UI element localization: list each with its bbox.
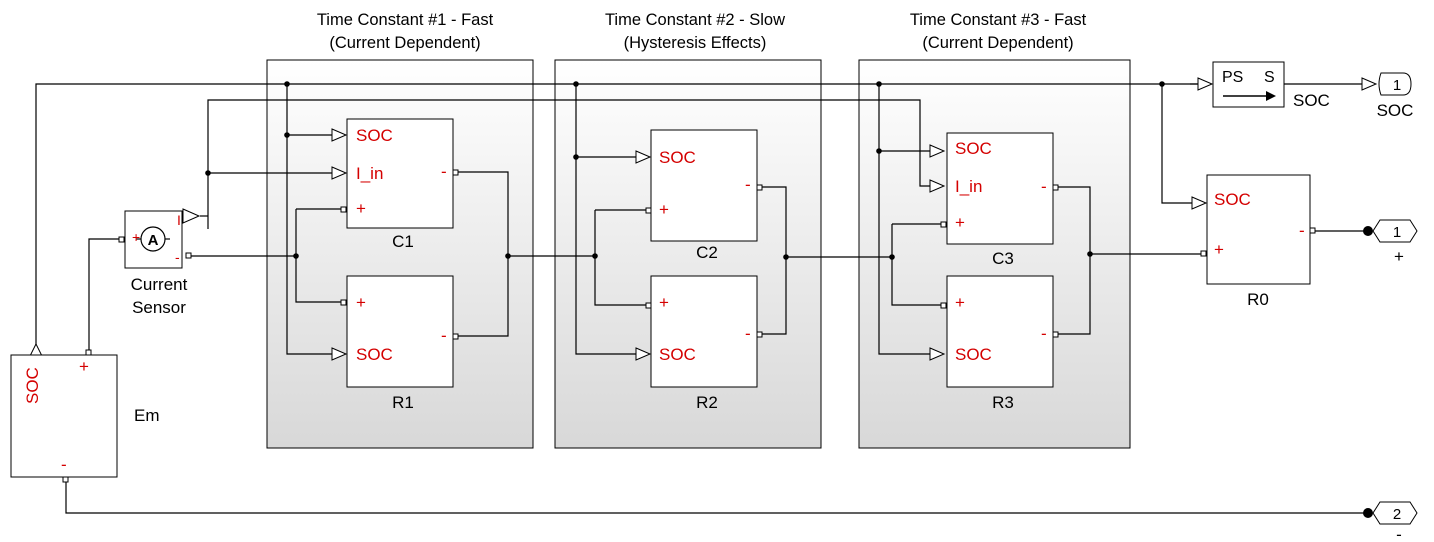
- c2-port-soc: SOC: [659, 148, 696, 167]
- subsystem-3-title: Time Constant #3 - Fast: [910, 11, 1087, 29]
- r0-port-plus: +: [1214, 240, 1224, 259]
- c1-port-iin: I_in: [356, 164, 383, 183]
- subsystem-1-subtitle: (Current Dependent): [329, 34, 480, 52]
- block-r0[interactable]: SOC + - R0: [1200, 174, 1316, 309]
- c3-port-minus: -: [1041, 177, 1047, 196]
- r2-label: R2: [696, 393, 718, 412]
- c1-port-soc: SOC: [356, 126, 393, 145]
- outport-soc-number: 1: [1393, 77, 1401, 94]
- junction-dots: [205, 81, 1373, 518]
- r0-port-soc: SOC: [1214, 190, 1251, 209]
- subsystem-time-constant-2[interactable]: Time Constant #2 - Slow (Hysteresis Effe…: [554, 11, 822, 449]
- r2-port-minus: -: [745, 324, 751, 343]
- c3-port-plus: +: [955, 213, 965, 232]
- c3-label: C3: [992, 249, 1014, 268]
- outport-minus[interactable]: 2 -: [1372, 501, 1418, 542]
- r3-label: R3: [992, 393, 1014, 412]
- signal-wires: [35, 83, 1372, 514]
- ps-label: PS: [1222, 69, 1243, 86]
- r3-port-soc: SOC: [955, 345, 992, 364]
- current-sensor-port-plus: +: [132, 229, 140, 245]
- block-c3[interactable]: SOC I_in + - C3: [940, 132, 1059, 268]
- block-current-sensor[interactable]: A + I - Current Sensor: [118, 208, 201, 317]
- block-r2[interactable]: + SOC - R2: [645, 275, 763, 412]
- r1-port-soc: SOC: [356, 345, 393, 364]
- c2-port-minus: -: [745, 175, 751, 194]
- r3-port-plus: +: [955, 293, 965, 312]
- r1-label: R1: [392, 393, 414, 412]
- outport-soc-label: SOC: [1377, 101, 1414, 120]
- input-arrows: [29, 77, 1378, 361]
- current-sensor-symbol: A: [148, 232, 159, 249]
- c2-port-plus: +: [659, 200, 669, 219]
- em-label: Em: [134, 406, 160, 425]
- r0-label: R0: [1247, 290, 1269, 309]
- outport-soc[interactable]: 1 SOC: [1377, 72, 1414, 120]
- r3-port-minus: -: [1041, 324, 1047, 343]
- c1-label: C1: [392, 232, 414, 251]
- block-r3[interactable]: + SOC - R3: [940, 275, 1059, 412]
- outport-plus[interactable]: 1 +: [1372, 219, 1418, 266]
- block-ps-simulink-converter[interactable]: PS S SOC: [1212, 61, 1330, 110]
- r2-port-plus: +: [659, 293, 669, 312]
- current-sensor-label-line1: Current: [131, 275, 188, 294]
- block-c1[interactable]: SOC I_in + - C1: [340, 118, 459, 251]
- c1-port-plus: +: [356, 199, 366, 218]
- subsystem-2-title: Time Constant #2 - Slow: [605, 11, 785, 29]
- block-c2[interactable]: SOC + - C2: [645, 129, 763, 262]
- outport-plus-number: 1: [1393, 224, 1401, 241]
- subsystem-time-constant-3[interactable]: Time Constant #3 - Fast (Current Depende…: [858, 11, 1131, 449]
- current-sensor-port-i: I: [177, 212, 181, 228]
- c2-label: C2: [696, 243, 718, 262]
- outport-minus-label: -: [1396, 525, 1402, 542]
- outport-minus-number: 2: [1393, 506, 1401, 523]
- em-port-minus: -: [61, 455, 67, 474]
- block-r1[interactable]: + SOC - R1: [340, 275, 459, 412]
- ps-signal-name: SOC: [1293, 91, 1330, 110]
- r0-port-minus: -: [1299, 221, 1305, 240]
- subsystem-3-subtitle: (Current Dependent): [922, 34, 1073, 52]
- outport-plus-label: +: [1394, 247, 1404, 266]
- em-port-plus: +: [79, 357, 89, 376]
- arrow-right-icon: [1266, 91, 1276, 101]
- current-sensor-label-line2: Sensor: [132, 298, 186, 317]
- block-em[interactable]: SOC + - Em: [10, 349, 160, 483]
- c3-port-iin: I_in: [955, 177, 982, 196]
- em-port-soc: SOC: [23, 367, 42, 404]
- current-sensor-port-minus: -: [175, 249, 180, 265]
- r2-port-soc: SOC: [659, 345, 696, 364]
- c3-port-soc: SOC: [955, 139, 992, 158]
- r1-port-plus: +: [356, 293, 366, 312]
- subsystem-1-title: Time Constant #1 - Fast: [317, 11, 494, 29]
- s-label: S: [1264, 69, 1275, 86]
- r1-port-minus: -: [441, 326, 447, 345]
- subsystem-2-subtitle: (Hysteresis Effects): [624, 34, 767, 52]
- c1-port-minus: -: [441, 162, 447, 181]
